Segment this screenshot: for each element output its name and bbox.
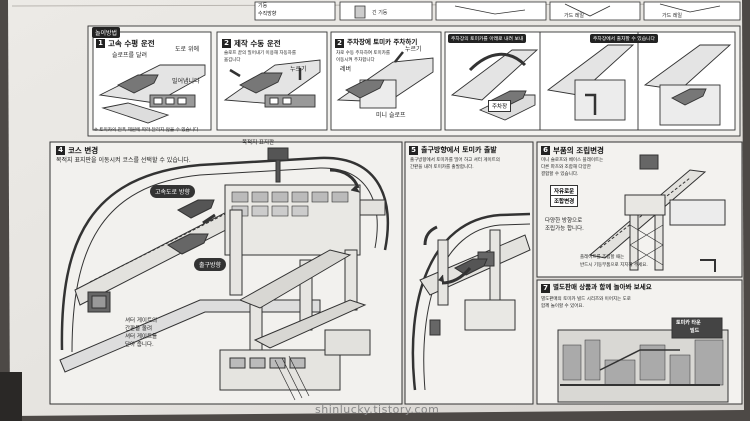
step3-desc-c: 누르기: [405, 46, 422, 53]
step4-label: 주차장: [488, 100, 512, 112]
step3-number: 2: [335, 39, 344, 48]
parts-note-b-1: 플레이트를 조립할 때는: [580, 255, 625, 260]
exit-number: 5: [409, 146, 418, 155]
build-panel: [536, 279, 743, 405]
step3-desc-b: 이동시켜 주차합니다: [336, 58, 375, 63]
parts-panel: [536, 141, 743, 278]
exit-panel: [404, 141, 534, 405]
parts-number: 6: [541, 146, 550, 155]
step2-desc-c: 누르기: [290, 66, 307, 73]
step1-desc-b: 도로 위에: [175, 46, 199, 53]
top-strip-item-a: 기둥: [258, 3, 268, 9]
sign-label: 목적지 표지판: [242, 140, 275, 146]
play-footnote: ※ 토미카의 전폭 제원에 따라 달리지 않을 수 있습니다: [94, 128, 199, 133]
parts-note-a-1: 다양한 방향으로: [545, 218, 583, 224]
step3-desc-d: 레버: [340, 66, 352, 73]
step1-title: 고속 수평 운전: [108, 39, 155, 48]
top-strip-item-b: 수직방향: [258, 11, 277, 17]
gate-note-3: 셔터 게이트를: [125, 334, 158, 340]
build-desc-2: 함께 놀이할 수 있어요.: [541, 304, 584, 309]
step1-desc-c: 밀어냅니다: [172, 78, 200, 85]
highway-direction-badge: 고속도로 방향: [150, 185, 196, 198]
parts-note-a-2: 조립가능 합니다.: [545, 226, 584, 232]
step4-desc-b: 주차장에서 출차할 수 있습니다: [590, 34, 658, 43]
build-logo-2: 빌드: [690, 328, 700, 334]
top-strip-item-d: 가드 레일: [564, 13, 584, 19]
step3-title: 주차장에 토미카 주차하기: [347, 38, 418, 46]
step3-desc-a: 차로 수동 주차하여 토미카를: [336, 51, 390, 56]
step2-desc-b: 옮깁니다: [224, 58, 241, 63]
exit-title: 출구방향에서 토미카 출발: [421, 146, 497, 154]
gate-note-4: 닫아 줍니다.: [125, 342, 154, 348]
step1-number: 1: [96, 39, 105, 48]
build-number: 7: [541, 284, 550, 293]
parts-title: 부품의 조립변경: [553, 146, 604, 155]
parts-desc-3: 결합할 수 있습니다.: [541, 172, 579, 177]
course-desc: 목적지 표지판을 이동시켜 코스를 선택할 수 있습니다.: [56, 157, 191, 164]
step4-desc-a: 주차장의 토미카를 아래로 내려 보내: [448, 34, 527, 43]
exit-direction-badge: 출구방향: [194, 258, 227, 271]
top-strip-item-c: 긴 기둥: [372, 10, 388, 16]
gate-note-2: 간판을 올려: [125, 326, 153, 332]
parts-desc-2: 다른 파츠와 조합해 다양한: [541, 165, 591, 170]
course-title: 코스 변경: [68, 146, 99, 155]
build-logo-1: 토미카 타운: [676, 320, 701, 326]
play-method-header: 놀이방법: [92, 27, 121, 38]
watermark: shinlucky.tistory.com: [315, 403, 440, 416]
gate-note-1: 셔터 게이트의: [125, 318, 158, 324]
top-strip-item-e: 가드 레일: [662, 13, 682, 19]
step2-number: 2: [222, 39, 231, 48]
step3-desc-e: 미니 슬로프: [376, 112, 406, 119]
step2-desc-a: 슬로프 끝의 밀어내기 이용해 자동차를: [224, 51, 296, 56]
course-number: 4: [56, 146, 65, 155]
step1-desc-a: 슬로프를 달려: [112, 52, 148, 59]
build-title: 별도판매 상품과 함께 놀아봐 보세요: [553, 283, 652, 291]
top-strip: [254, 1, 741, 21]
course-panel: [49, 141, 403, 405]
parts-desc-1: 미니 슬로프와 베이스 플레이트는: [541, 158, 604, 163]
exit-desc-1: 출구방향에서 토미카를 밀어 하고 셔터 게이트의: [410, 158, 500, 163]
step2-title: 제작 수동 운전: [234, 39, 281, 48]
play-method-panel: [87, 25, 741, 137]
build-desc-1: 별도판매의 토미카 빌드 시리즈와 이어지는 도로: [541, 297, 631, 302]
sticker-2: 조합변경: [550, 195, 579, 207]
exit-desc-2: 간판을 내려 토미카를 출발합니다.: [410, 165, 474, 170]
parts-note-b-2: 반드시 기둥부품으로 지지해 주세요.: [580, 263, 648, 268]
